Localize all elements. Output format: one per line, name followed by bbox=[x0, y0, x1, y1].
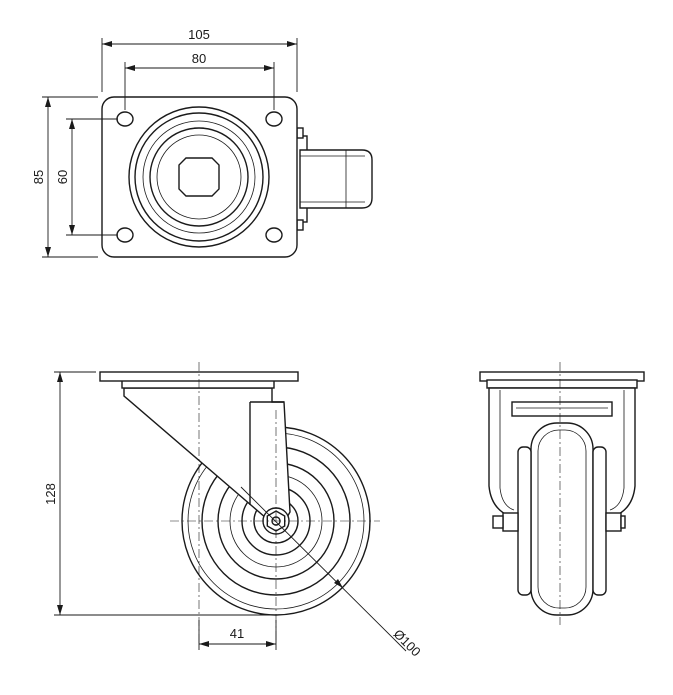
front-wheel-tread bbox=[530, 422, 594, 616]
top-view bbox=[101, 96, 373, 258]
swivel-bearing bbox=[128, 106, 270, 248]
side-view bbox=[99, 362, 380, 645]
bolt-hole-top-right bbox=[265, 111, 283, 127]
dimension-85-label: 85 bbox=[31, 170, 46, 184]
front-hub-left bbox=[517, 446, 532, 596]
top-view-dimensions: 105 80 85 60 bbox=[31, 27, 298, 258]
top-view-wheel bbox=[294, 127, 373, 231]
fork-leg bbox=[123, 387, 291, 532]
front-view bbox=[479, 362, 645, 625]
front-bearing bbox=[486, 379, 638, 389]
dimension-80-label: 80 bbox=[192, 51, 206, 66]
axle-bolt-head bbox=[502, 512, 519, 532]
hex-kingpin bbox=[178, 157, 220, 197]
dimension-41-label: 41 bbox=[230, 626, 244, 641]
axle-nut-front bbox=[605, 512, 622, 532]
front-hub-right bbox=[592, 446, 607, 596]
dimension-128-label: 128 bbox=[43, 483, 58, 505]
dimension-diameter-label: Ø100 bbox=[391, 626, 424, 659]
bolt-hole-bottom-right bbox=[265, 227, 283, 243]
dimension-60-label: 60 bbox=[55, 170, 70, 184]
dimension-105-label: 105 bbox=[188, 27, 210, 42]
